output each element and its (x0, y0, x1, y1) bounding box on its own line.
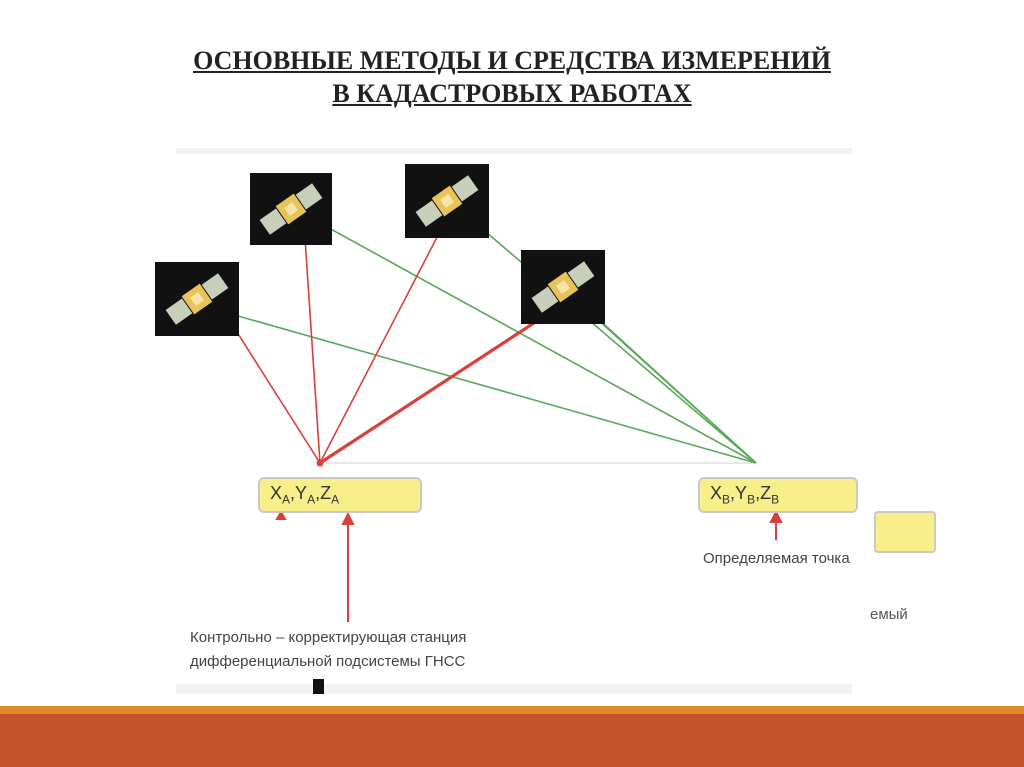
coord-x: X (270, 483, 283, 503)
signals-to-point-b (209, 213, 757, 464)
signal-red-4 (319, 300, 567, 465)
coord-z: Z (320, 483, 332, 503)
control-station-label: Контрольно – корректирующая станция дифф… (190, 626, 466, 674)
coord-z-sub: B (771, 492, 780, 507)
coord-y-sub: B (747, 492, 756, 507)
signal-red-3 (319, 217, 448, 464)
panel-bottom-edge (176, 684, 852, 694)
signal-red-2 (304, 237, 321, 464)
satellite-icon (405, 164, 489, 238)
signals-to-point-a (227, 217, 567, 465)
satellite-icon (521, 250, 605, 324)
slide-title: ОСНОВНЫЕ МЕТОДЫ И СРЕДСТВА ИЗМЕРЕНИЙ В К… (0, 44, 1024, 110)
satellite-icon (155, 262, 239, 336)
partial-caption: емый (870, 606, 908, 623)
point-b-coordinates: XB,YB,ZB (698, 477, 858, 513)
title-line-1: ОСНОВНЫЕ МЕТОДЫ И СРЕДСТВА ИЗМЕРЕНИЙ (193, 46, 831, 75)
coord-x-sub: A (282, 492, 291, 507)
point-a-coordinates: XA,YA,ZA (258, 477, 422, 513)
pointer-arrows (275, 509, 783, 622)
panel-top-edge (176, 148, 852, 154)
title-line-2: В КАДАСТРОВЫХ РАБОТАХ (332, 79, 692, 108)
coord-y: Y (735, 483, 748, 503)
coord-z: Z (760, 483, 772, 503)
determined-point-label: Определяемая точка (703, 550, 850, 567)
signal-green-1 (209, 307, 757, 464)
signal-green-2 (317, 221, 757, 464)
control-station-line-2: дифференциальной подсистемы ГНСС (190, 653, 466, 670)
satellite-icon (250, 173, 332, 245)
point-a-dot (316, 459, 324, 467)
partial-coordinate-box (874, 511, 936, 553)
arrow-to-b-head (769, 509, 783, 523)
control-station-line-1: Контрольно – корректирующая станция (190, 629, 467, 646)
coord-y-sub: A (307, 492, 316, 507)
coord-x-sub: B (722, 492, 731, 507)
footer-bar (0, 714, 1024, 767)
signal-red-1 (227, 317, 321, 464)
arrow-small-head (275, 509, 287, 520)
arrow-to-a-head (341, 511, 355, 525)
coord-y: Y (295, 483, 308, 503)
black-marker (313, 679, 324, 694)
signal-green-3 (464, 213, 757, 464)
signal-green-5 (595, 317, 757, 464)
coord-x: X (710, 483, 723, 503)
footer-accent-bar (0, 706, 1024, 714)
coord-z-sub: A (331, 492, 340, 507)
